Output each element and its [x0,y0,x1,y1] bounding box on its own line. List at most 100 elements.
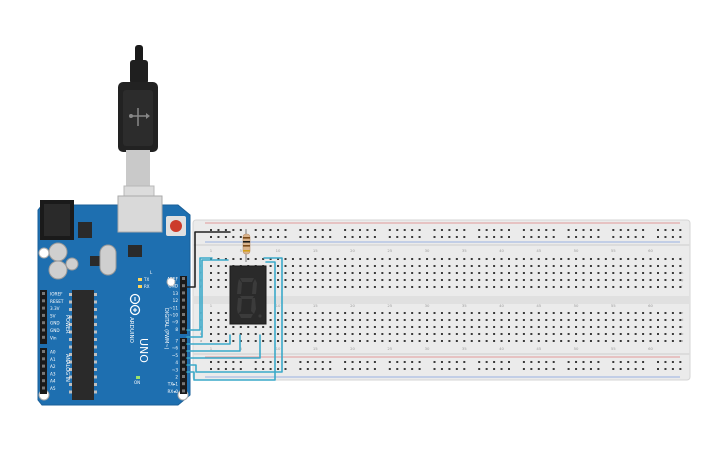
pin-label: 2 [175,375,178,380]
capacitor [48,242,68,262]
row-letter: c [200,324,202,329]
column-number: 1 [210,346,213,351]
column-number: 50 [574,303,579,308]
usb-port [117,195,163,233]
pin-label: 7 [175,339,178,344]
pin-label: A0 [50,350,56,355]
signal-wire[interactable] [186,257,283,373]
usb-plug-icon[interactable] [118,45,158,227]
column-number: 5 [240,346,243,351]
column-number: 25 [387,248,392,253]
pin-label: ~6 [172,346,179,351]
l-led-label: L [150,270,153,275]
row-letter: f [200,284,202,289]
column-number: 35 [462,248,467,253]
row-letter: e [681,310,684,315]
pin-label: 13 [173,291,179,296]
pin-label: GND [168,284,178,289]
pin-label: 4 [175,360,178,365]
column-number: 60 [648,248,653,253]
row-letter: f [681,284,683,289]
crystal [99,244,117,276]
digit-segments [237,278,257,318]
pin-label: TX▸1 [167,382,179,387]
column-number: 50 [574,346,579,351]
pin-label: A3 [50,371,56,376]
signal-wire[interactable] [186,334,231,345]
breadboard[interactable]: 1115551010101515152020202525253030303535… [192,219,691,381]
column-number: 40 [499,248,504,253]
pin-label: 12 [173,298,179,303]
column-number: 20 [350,248,355,253]
column-number: 60 [648,303,653,308]
pin-label: ~9 [172,320,179,325]
row-letter: g [681,277,684,282]
column-number: 35 [462,346,467,351]
column-number: 55 [611,248,616,253]
pin-label: RX◂0 [167,389,178,394]
pin-label: A4 [50,379,56,384]
column-number: 40 [499,346,504,351]
analog-header[interactable] [40,348,47,394]
power-header[interactable] [40,290,47,344]
column-number: 55 [611,346,616,351]
column-number: 50 [574,248,579,253]
digital-header-top[interactable] [180,276,187,334]
row-letter: c [681,324,683,329]
column-number: 25 [387,346,392,351]
column-number: 15 [313,303,318,308]
microcontroller-chip [72,290,94,400]
column-number: 30 [425,303,430,308]
pin-label: ~10 [169,313,178,318]
pin-label: AREF [167,277,178,282]
column-number: 20 [350,303,355,308]
column-number: 10 [276,248,281,253]
row-letter: a [681,338,683,343]
capacitor [48,260,68,280]
column-number: 45 [536,248,541,253]
pin-label: RESET [50,299,64,304]
column-number: 20 [350,346,355,351]
column-number: 10 [276,303,281,308]
pin-label: GND [50,321,60,326]
column-number: 30 [425,346,430,351]
pin-label: A2 [50,364,56,369]
column-number: 55 [611,303,616,308]
row-letter: b [681,331,684,336]
column-number: 10 [276,346,281,351]
column-number: 40 [499,303,504,308]
pin-label: ~11 [169,305,178,310]
pin-label: GND [50,328,60,333]
column-number: 15 [313,346,318,351]
seven-segment-display[interactable]: 8 [229,265,267,325]
signal-wire[interactable] [186,257,213,331]
decimal-point [258,314,262,318]
model-label: UNO [137,338,150,363]
wire-group[interactable] [186,231,283,381]
digital-header-bottom[interactable] [180,338,187,394]
column-number: 1 [210,248,213,253]
breadboard-holes[interactable] [210,229,682,370]
column-number: 45 [536,303,541,308]
pin-label: A1 [50,357,56,362]
ground-wire[interactable] [186,231,231,288]
row-letter: a [200,338,202,343]
row-letter: j [680,256,682,261]
signal-wire[interactable] [186,334,241,352]
on-led-label: ON [134,380,140,385]
signal-wire[interactable] [186,259,229,338]
pin-label: ~5 [172,353,179,358]
row-letter: d [681,317,684,322]
signal-wire[interactable] [186,261,276,381]
pin-label: ~3 [172,367,179,372]
pin-label: Vin [50,335,57,340]
resistor[interactable] [242,229,251,262]
rx-led-label: RX [144,284,150,289]
column-number: 1 [210,303,213,308]
analog-header-title: ANALOG IN [64,354,70,382]
pin-label: A5 [50,386,56,391]
signal-wire[interactable] [186,334,261,359]
